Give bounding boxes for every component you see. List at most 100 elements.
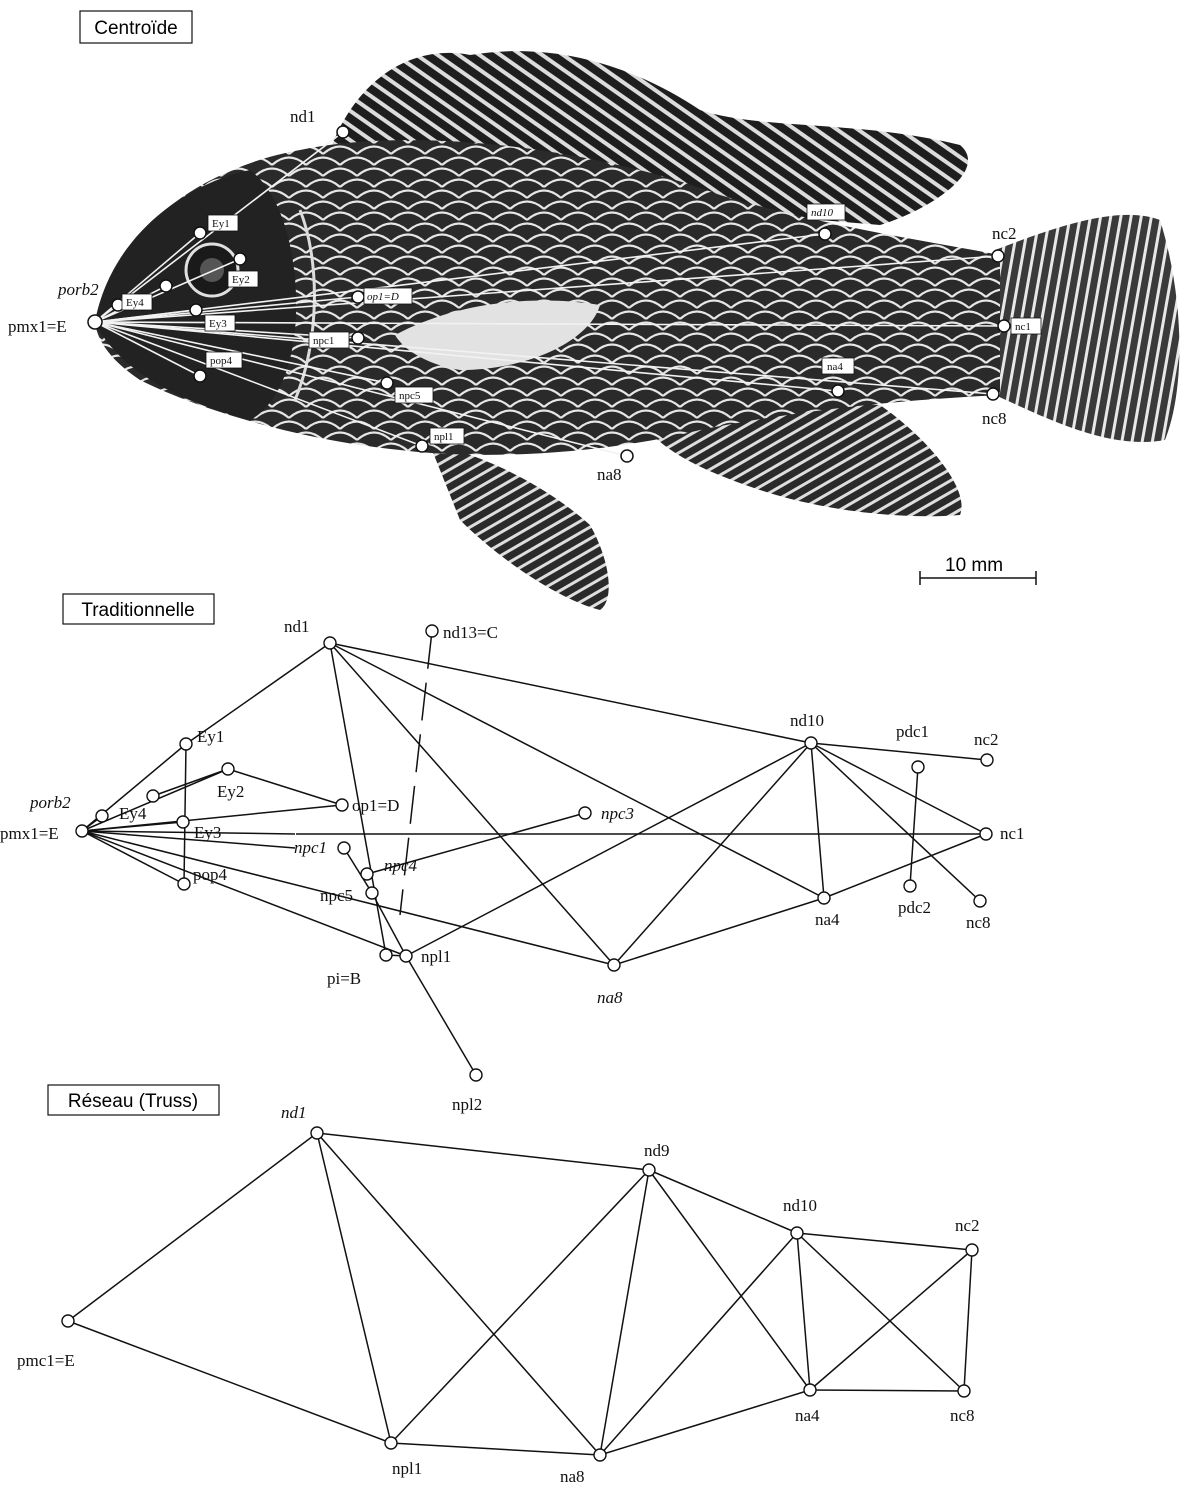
landmark-nc2	[966, 1244, 978, 1256]
landmark-na4	[804, 1384, 816, 1396]
landmark-nd10	[819, 228, 831, 240]
trad-label-pdc1: pdc1	[896, 722, 929, 741]
truss-line	[964, 1250, 972, 1391]
trad-line	[614, 743, 811, 965]
trad-line	[82, 831, 406, 956]
truss-line	[797, 1233, 964, 1391]
centroid-panel: Centroïde	[8, 11, 1179, 610]
landmark-ey4	[147, 790, 159, 802]
boxed-label-npl1: npl1	[430, 428, 464, 444]
truss-line	[797, 1233, 810, 1390]
landmark-na8	[621, 450, 633, 462]
trad-label-nc2: nc2	[974, 730, 999, 749]
trad-label-porb2: porb2	[29, 793, 71, 812]
truss-line	[797, 1233, 972, 1250]
boxed-label-ey4: Ey4	[122, 294, 152, 310]
trad-label-ey4: Ey4	[119, 804, 147, 823]
trad-line	[184, 744, 186, 884]
trad-line	[811, 743, 824, 898]
traditional-panel: Traditionnelle	[0, 594, 1025, 1114]
truss-line	[810, 1250, 972, 1390]
scale-bar-label: 10 mm	[945, 555, 1003, 576]
landmark-npl1	[416, 440, 428, 452]
truss-label-na8: na8	[560, 1467, 585, 1486]
landmark-npl2	[470, 1069, 482, 1081]
boxed-label-pop4: pop4	[206, 352, 242, 368]
landmark-ey3	[190, 304, 202, 316]
boxed-label-npc5: npc5	[395, 387, 433, 403]
trad-line	[614, 898, 824, 965]
trad-line	[228, 769, 342, 805]
label-npc1: npc1	[313, 335, 334, 347]
label-nc2: nc2	[992, 224, 1017, 243]
trad-label-ey1: Ey1	[197, 727, 224, 746]
landmark-npc1	[338, 842, 350, 854]
landmark-nc8	[987, 388, 999, 400]
truss-line	[68, 1321, 391, 1443]
trad-label-nd13: nd13=C	[443, 623, 498, 642]
landmark-pdc1	[912, 761, 924, 773]
landmark-pdc2	[904, 880, 916, 892]
landmark-nd10	[791, 1227, 803, 1239]
label-ey3: Ey3	[209, 318, 227, 330]
landmark-ey2	[234, 253, 246, 265]
landmark-na8	[594, 1449, 606, 1461]
landmark-npl1	[385, 1437, 397, 1449]
truss-line	[68, 1133, 317, 1321]
landmark-nc8	[974, 895, 986, 907]
landmark-nc1	[980, 828, 992, 840]
landmark-ey4	[160, 280, 172, 292]
pelvic-fin	[430, 445, 609, 610]
landmark-npc5	[366, 887, 378, 899]
label-ey1: Ey1	[212, 218, 230, 230]
trad-label-nc8: nc8	[966, 913, 991, 932]
trad-label-na8: na8	[597, 988, 623, 1007]
truss-line	[317, 1133, 600, 1455]
landmark-ey2	[222, 763, 234, 775]
boxed-label-na4: na4	[822, 358, 854, 374]
truss-label-nd1: nd1	[281, 1103, 307, 1122]
truss-label-npl1: npl1	[392, 1459, 422, 1478]
truss-label-nd9: nd9	[644, 1141, 670, 1160]
landmark-na8	[608, 959, 620, 971]
trad-line	[910, 767, 918, 886]
truss-title: Réseau (Truss)	[68, 1091, 198, 1112]
label-nc1: nc1	[1015, 321, 1031, 333]
landmark-ey1	[180, 738, 192, 750]
truss-line	[600, 1170, 649, 1455]
landmark-npc4	[361, 868, 373, 880]
landmark-pmx1	[88, 315, 102, 329]
trad-label-npc4: npc4	[384, 856, 418, 875]
landmark-pop4	[194, 370, 206, 382]
label-nc8: nc8	[982, 409, 1007, 428]
boxed-label-npc1: npc1	[309, 332, 349, 348]
truss-line	[317, 1133, 649, 1170]
landmark-na4	[818, 892, 830, 904]
landmark-nc2	[992, 250, 1004, 262]
truss-label-nd10: nd10	[783, 1196, 817, 1215]
label-pmx1: pmx1=E	[8, 317, 67, 336]
label-ey4: Ey4	[126, 297, 144, 309]
trad-label-pmx1: pmx1=E	[0, 824, 59, 843]
landmark-nd1	[337, 126, 349, 138]
landmark-ey3	[177, 816, 189, 828]
trad-label-nd10: nd10	[790, 711, 824, 730]
label-porb2: porb2	[57, 280, 99, 299]
truss-line	[317, 1133, 391, 1443]
trad-label-npl1: npl1	[421, 947, 451, 966]
trad-line	[82, 822, 183, 831]
truss-label-nc8: nc8	[950, 1406, 975, 1425]
boxed-label-op1: op1=D	[364, 288, 412, 304]
boxed-label-ey1: Ey1	[208, 215, 238, 231]
landmark-na4	[832, 385, 844, 397]
landmark-nd10	[805, 737, 817, 749]
fish-eye-pupil	[200, 258, 224, 282]
landmark-nc2	[981, 754, 993, 766]
trad-line	[406, 956, 476, 1075]
trad-label-npc1: npc1	[294, 838, 327, 857]
label-pop4: pop4	[210, 355, 233, 367]
landmark-nd13	[426, 625, 438, 637]
truss-line	[391, 1170, 649, 1443]
landmark-nd1	[311, 1127, 323, 1139]
